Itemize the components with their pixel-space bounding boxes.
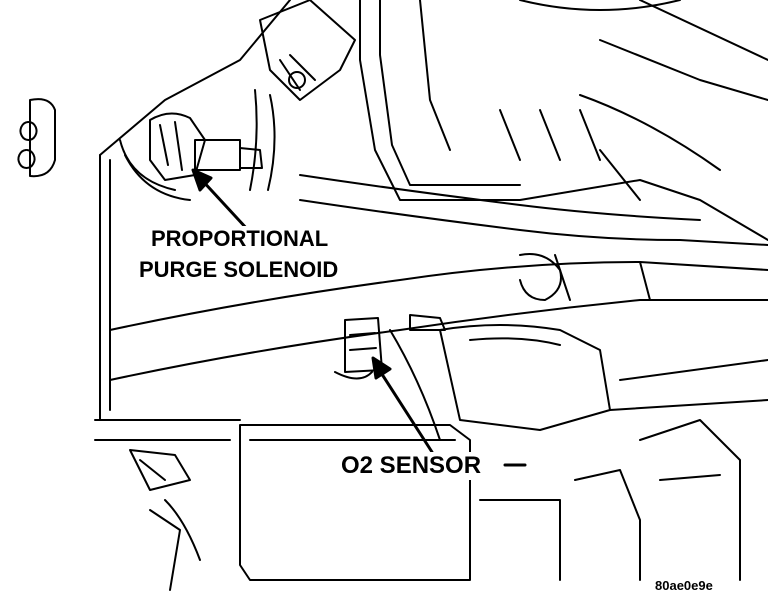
lower-left-connector (129, 449, 201, 591)
figure-id: 80ae0e9e (655, 578, 713, 593)
o2-arrowhead (371, 356, 392, 380)
o2-sensor-label: O2 SENSOR (338, 452, 485, 480)
top-connector (249, 0, 356, 191)
lower-housing (239, 419, 741, 581)
air-intake-hose (109, 174, 768, 381)
proportional-label: PROPORTIONAL (148, 226, 332, 252)
air-cleaner-housing (359, 0, 768, 241)
exhaust-component (439, 324, 768, 431)
purge-solenoid-label: PURGE SOLENOID (136, 257, 342, 283)
purge-solenoid (119, 112, 263, 201)
leader-arrows (191, 168, 527, 467)
bracket-with-holes (17, 98, 56, 178)
o2-sensor (334, 314, 446, 441)
o2-leader (376, 366, 434, 454)
solenoid-arrowhead (191, 168, 213, 192)
engine-bay-wall (94, 0, 291, 441)
solenoid-leader (198, 176, 250, 232)
